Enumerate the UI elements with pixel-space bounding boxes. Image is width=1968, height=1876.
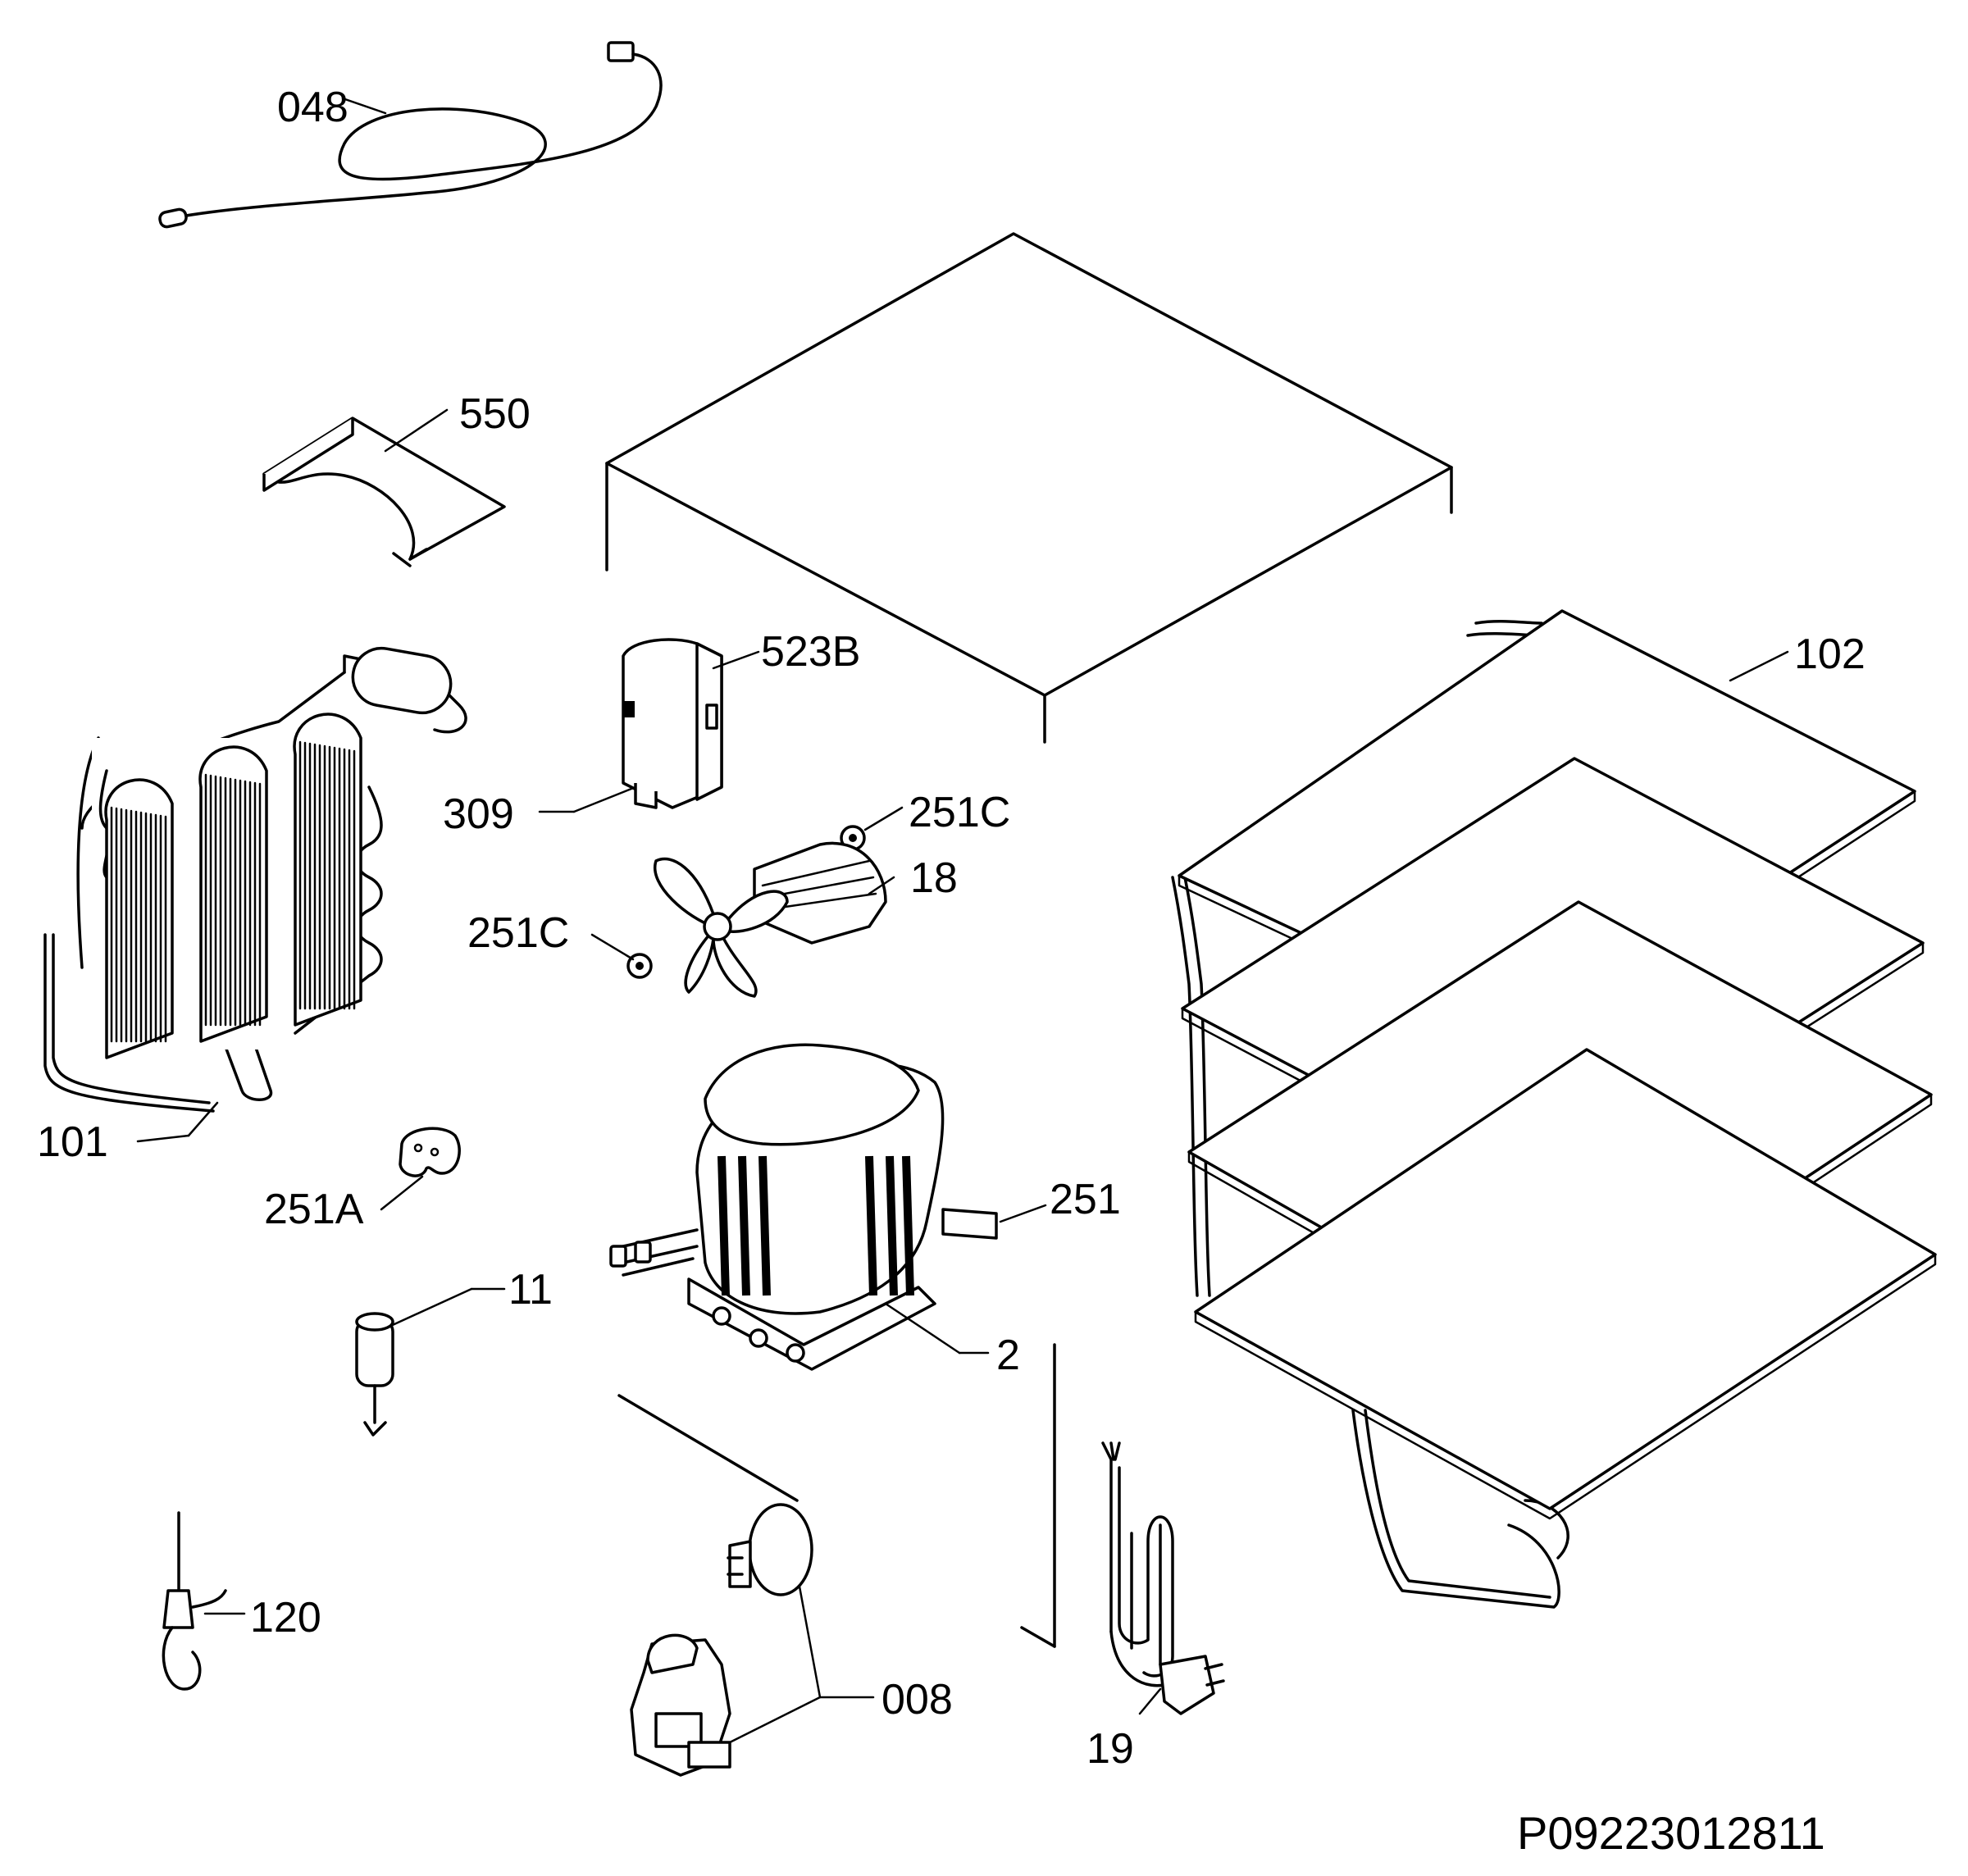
relay-cover-icon bbox=[622, 638, 723, 809]
label-101: 101 bbox=[37, 1118, 108, 1166]
label-251: 251 bbox=[1050, 1176, 1121, 1223]
capacitor-icon bbox=[355, 1312, 394, 1437]
label-309: 309 bbox=[443, 790, 514, 838]
label-102: 102 bbox=[1794, 631, 1866, 678]
sensor-cable-icon bbox=[158, 41, 663, 229]
power-cord-icon bbox=[1101, 1441, 1225, 1715]
label-523b: 523B bbox=[761, 628, 860, 676]
label-251c-lower: 251C bbox=[467, 909, 569, 957]
label-251a: 251A bbox=[264, 1186, 364, 1233]
grommet-icon bbox=[399, 1127, 461, 1177]
shelf-edge bbox=[1194, 1253, 1937, 1520]
label-18: 18 bbox=[910, 854, 958, 902]
label-2: 2 bbox=[996, 1332, 1020, 1379]
capillary-thermostat-icon bbox=[162, 1511, 227, 1691]
compressor-stripe bbox=[886, 1155, 898, 1296]
condenser-coil-icon bbox=[43, 646, 467, 1113]
relay-icon bbox=[630, 1503, 813, 1777]
label-120: 120 bbox=[250, 1594, 321, 1642]
grommet-icon bbox=[626, 825, 866, 979]
cabinet-box-icon bbox=[605, 232, 1453, 744]
compressor-stripe bbox=[738, 1155, 750, 1296]
fan-motor-icon bbox=[653, 841, 887, 998]
compressor-stripe bbox=[902, 1155, 914, 1296]
compressor-stripe bbox=[865, 1155, 877, 1296]
label-19: 19 bbox=[1086, 1725, 1134, 1773]
compressor-stripe bbox=[758, 1155, 771, 1296]
label-251c-upper: 251C bbox=[909, 789, 1010, 836]
compressor-stripe bbox=[718, 1155, 730, 1296]
label-11: 11 bbox=[508, 1266, 553, 1314]
label-550: 550 bbox=[459, 390, 531, 438]
label-048: 048 bbox=[277, 84, 348, 131]
cover-plate-icon bbox=[262, 417, 506, 567]
compressor-icon bbox=[609, 1043, 998, 1371]
reference-code: P09223012811 bbox=[1517, 1807, 1825, 1859]
label-008: 008 bbox=[882, 1676, 953, 1723]
